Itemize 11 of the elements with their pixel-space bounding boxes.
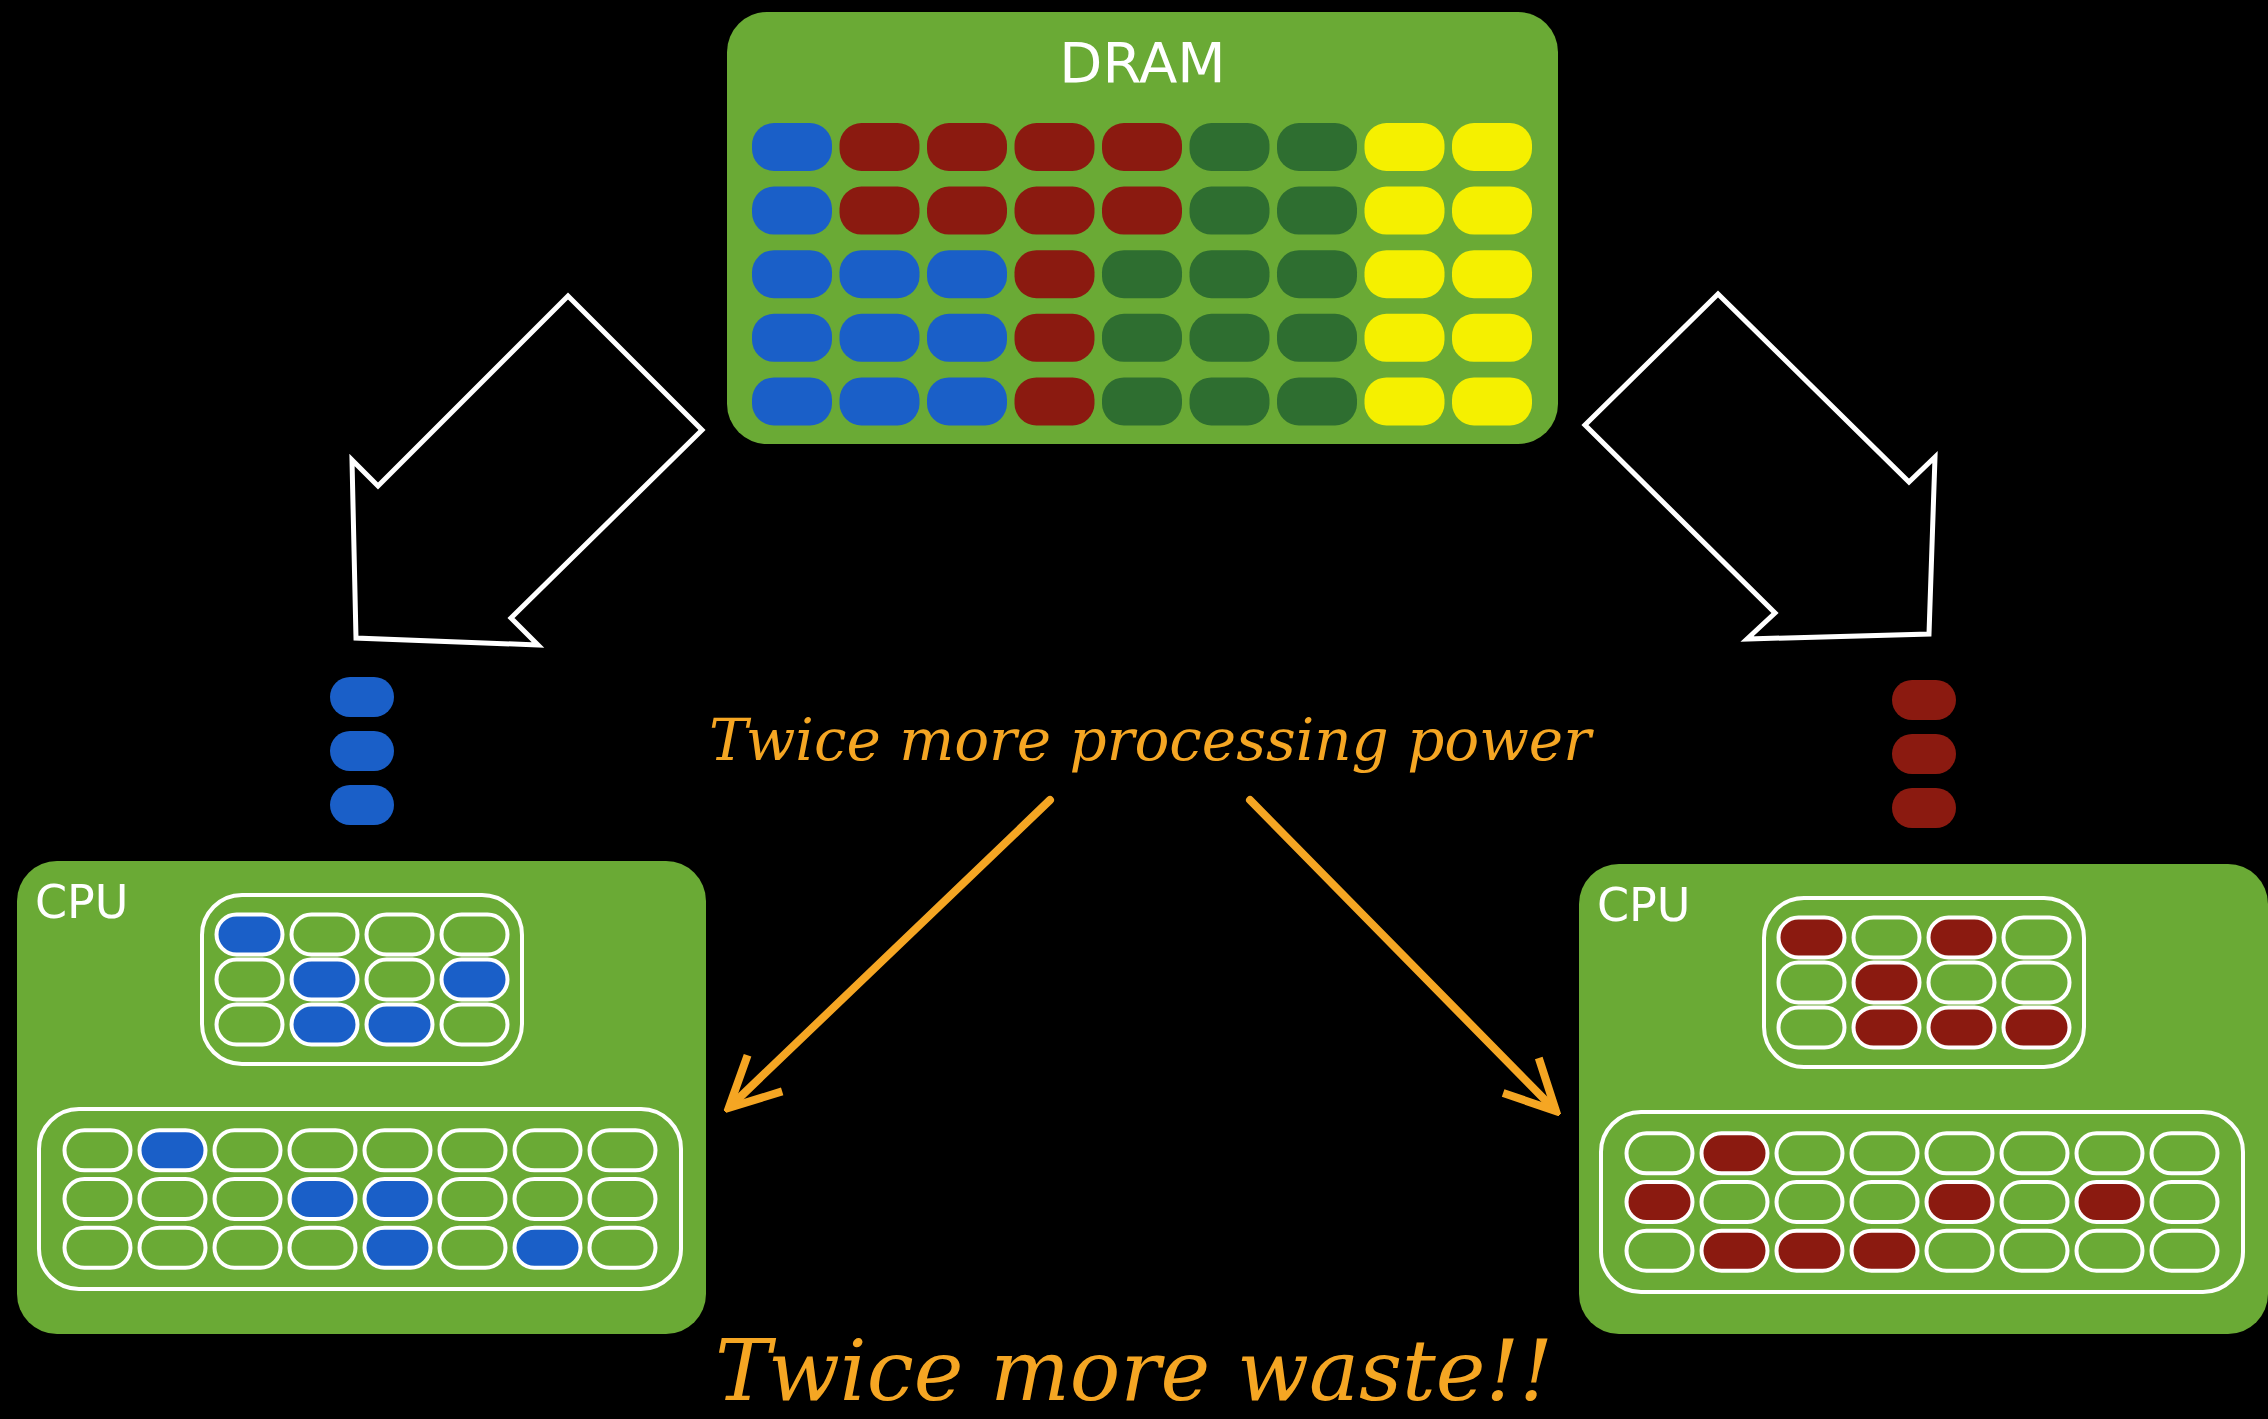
panel-title: CPU xyxy=(35,875,129,929)
panel-title: CPU xyxy=(1597,878,1691,932)
processor-panel xyxy=(1579,864,2268,1334)
memory-panel xyxy=(727,12,1558,444)
processor-panel xyxy=(17,861,706,1334)
panel-title: DRAM xyxy=(1058,30,1227,95)
note-text: Twice more waste!! xyxy=(713,1322,1555,1419)
block-arrow xyxy=(349,292,706,648)
block-arrow xyxy=(1581,290,1938,642)
arrow xyxy=(1246,796,1560,1116)
arrow xyxy=(724,796,1054,1112)
